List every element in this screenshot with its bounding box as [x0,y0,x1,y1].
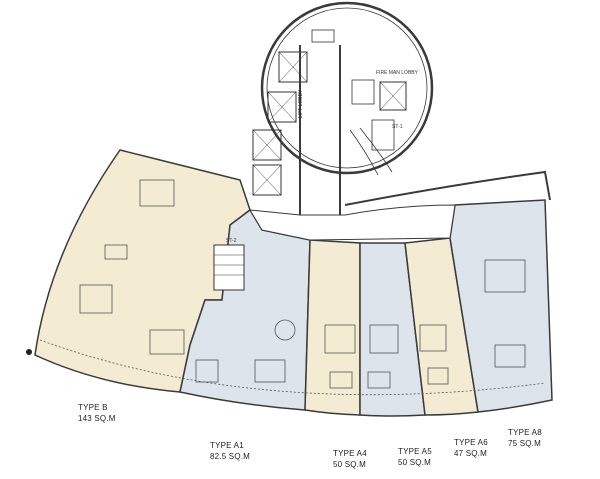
type-a1-area: 82.5 SQ.M [210,452,251,461]
type-a4-area: 50 SQ.M [333,460,366,469]
unit-type-a4 [304,239,361,416]
corridor [249,204,456,241]
stair-1-label: ST-1 [392,124,403,130]
label-type-a6: TYPE A6 47 SQ.M [454,437,488,459]
lift-shaft-2 [267,91,297,123]
label-type-b: TYPE B 143 SQ.M [78,402,116,424]
stair-2-label: ST-2 [226,238,237,244]
lift-shaft-5 [379,81,407,111]
lift-lobby-label: LIFT LOBBY [298,89,304,118]
type-a8-area: 75 SQ.M [508,439,541,448]
type-a5-area: 50 SQ.M [398,458,431,467]
type-b-name: TYPE B [78,403,108,412]
lift-shaft-3 [252,129,282,161]
lift-shaft-1 [278,51,308,83]
label-type-a8: TYPE A8 75 SQ.M [508,427,542,449]
label-type-a1: TYPE A1 82.5 SQ.M [210,440,250,462]
stair-2 [213,244,245,291]
type-a6-area: 47 SQ.M [454,449,487,458]
label-type-a5: TYPE A5 50 SQ.M [398,446,432,468]
furniture [79,179,526,389]
type-b-area: 143 SQ.M [78,414,116,423]
type-a6-name: TYPE A6 [454,438,488,447]
type-a8-name: TYPE A8 [508,428,542,437]
core-tower: FIRE MAN LOBBY LIFT LOBBY ST-1 [252,1,434,215]
unit-type-b [34,149,251,393]
marker-dot [26,349,32,355]
fire-man-lobby-label: FIRE MAN LOBBY [376,70,419,76]
type-a4-name: TYPE A4 [333,449,367,458]
units: ST-2 [34,149,553,417]
type-a5-name: TYPE A5 [398,447,432,456]
label-type-a4: TYPE A4 50 SQ.M [333,448,367,470]
unit-type-a8 [449,199,553,413]
lift-shaft-4 [252,164,282,196]
type-a1-name: TYPE A1 [210,441,244,450]
